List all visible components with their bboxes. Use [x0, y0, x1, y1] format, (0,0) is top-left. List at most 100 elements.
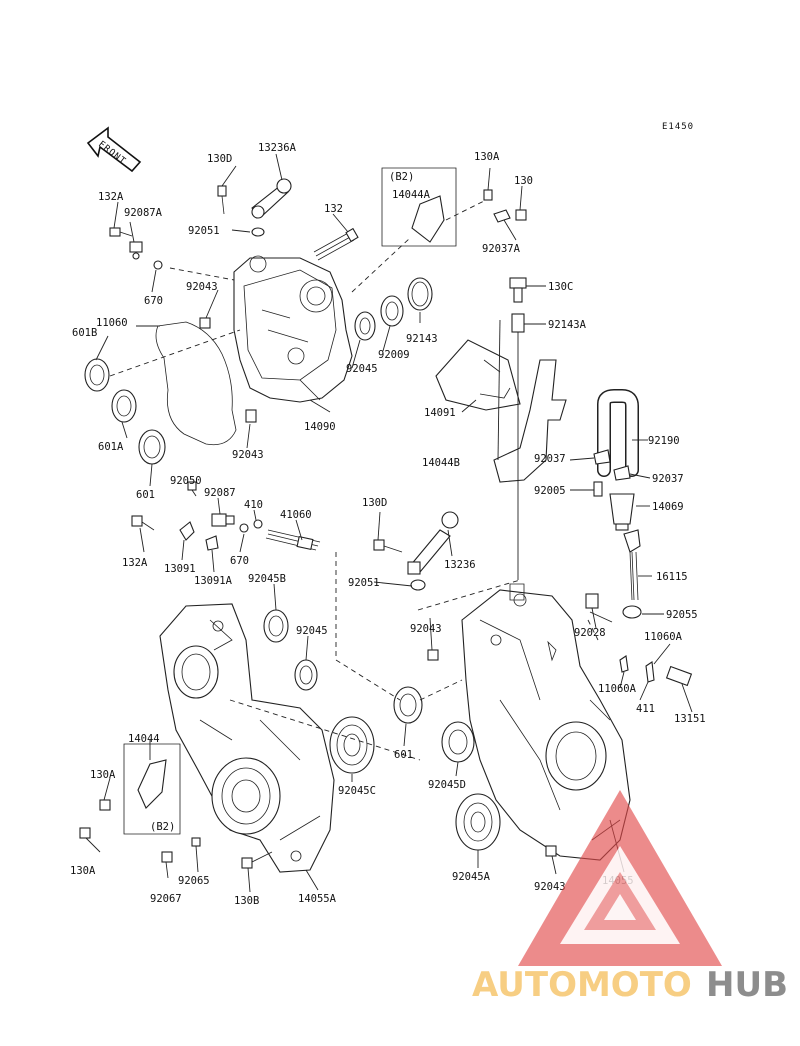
- dowel-92043-c: [427, 649, 439, 661]
- label-92055: 92055: [666, 609, 698, 621]
- front-arrow-icon: FRONT: [86, 126, 142, 173]
- label-14091: 14091: [424, 407, 456, 419]
- label-601-mid: 601: [394, 749, 413, 761]
- label-11060A-a: 11060A: [644, 631, 683, 643]
- label-14044A: 14044A: [392, 189, 431, 201]
- label-92051-top: 92051: [188, 225, 220, 237]
- dipstick-16115: [623, 529, 641, 601]
- clamp-92037A: [493, 209, 527, 223]
- bracket-14044B: [493, 359, 567, 483]
- label-132A-top: 132A: [98, 191, 124, 203]
- label-41060: 41060: [280, 509, 312, 521]
- sensor-13151: [665, 665, 693, 687]
- label-92037-a: 92037: [534, 453, 566, 465]
- washer-92065: [191, 837, 201, 847]
- label-14055A: 14055A: [298, 893, 337, 905]
- label-14044: 14044: [128, 733, 160, 745]
- label-92045A: 92045A: [452, 871, 491, 883]
- label-92065: 92065: [178, 875, 210, 887]
- bracket-14044A: [411, 195, 445, 243]
- watermark-text-automoto: AUTOMOTO: [472, 965, 692, 1005]
- label-411: 411: [636, 703, 655, 715]
- label-601A: 601A: [98, 441, 124, 453]
- bracket-14044: [137, 759, 167, 809]
- label-92005: 92005: [534, 485, 566, 497]
- label-130C: 130C: [548, 281, 573, 293]
- label-130A-top: 130A: [474, 151, 500, 163]
- label-132A-mid: 132A: [122, 557, 148, 569]
- bolt-130A-low: [99, 799, 111, 811]
- seal-601-left: [138, 429, 166, 465]
- label-11060: 11060: [96, 317, 128, 329]
- bolt-130D-mid: [373, 539, 403, 553]
- seal-601B: [84, 358, 110, 392]
- gasket-11060A-b: [619, 655, 629, 673]
- label-670-mid: 670: [230, 555, 249, 567]
- label-16115: 16115: [656, 571, 688, 583]
- diagram-code: E1450: [662, 122, 694, 132]
- dowel-92043-a: [199, 317, 211, 329]
- label-92067: 92067: [150, 893, 182, 905]
- b2-box-low: [123, 743, 181, 835]
- switch-92087: [211, 513, 235, 527]
- dowel-92043-b: [245, 409, 257, 423]
- label-92143A: 92143A: [548, 319, 587, 331]
- label-92143: 92143: [406, 333, 438, 345]
- washer-92051-mid: [410, 579, 426, 591]
- bearing-92045A: [455, 793, 501, 851]
- label-92045D: 92045D: [428, 779, 466, 791]
- label-92037A: 92037A: [482, 243, 521, 255]
- label-670-top: 670: [144, 295, 163, 307]
- label-601-left: 601: [136, 489, 155, 501]
- upper-cover: [233, 257, 353, 403]
- washer-92051-top: [251, 227, 265, 237]
- screw-132A-mid: [131, 515, 155, 531]
- watermark-text-hub: HUB: [706, 965, 788, 1005]
- collar-92143A: [511, 313, 525, 333]
- label-92043-c: 92043: [410, 623, 442, 635]
- label-b2-low: (B2): [150, 821, 175, 833]
- gasket-11060A-a: [547, 640, 557, 662]
- label-132: 132: [324, 203, 343, 215]
- label-130D-mid: 130D: [362, 497, 387, 509]
- dowel-92043-d: [545, 845, 557, 857]
- label-13236A: 13236A: [258, 142, 297, 154]
- label-92045-mid: 92045: [296, 625, 328, 637]
- leader-lines: [85, 153, 693, 893]
- plate-13091A: [205, 535, 219, 551]
- bearing-92045-mid: [294, 659, 318, 691]
- bearing-92045B: [263, 609, 289, 643]
- washer-410: [253, 519, 263, 529]
- label-13151: 13151: [674, 713, 706, 725]
- bolt-132: [313, 227, 359, 261]
- shift-lever-13236: [407, 511, 459, 575]
- seal-601A: [111, 389, 137, 423]
- seal-601-mid: [393, 686, 423, 724]
- label-92051-mid: 92051: [348, 577, 380, 589]
- b2-box-top: [381, 167, 457, 247]
- bolt-130A-bottom: [79, 827, 91, 839]
- label-14044B: 14044B: [422, 457, 460, 469]
- label-130-top: 130: [514, 175, 533, 187]
- label-13236: 13236: [444, 559, 476, 571]
- label-92009: 92009: [378, 349, 410, 361]
- label-92045C: 92045C: [338, 785, 376, 797]
- watermark-logo: AUTOMOTO HUB: [472, 790, 788, 1005]
- label-92043-d: 92043: [534, 881, 566, 893]
- label-14069: 14069: [652, 501, 684, 513]
- label-92050: 92050: [170, 475, 202, 487]
- oring-670-top: [153, 260, 163, 270]
- label-92028: 92028: [574, 627, 606, 639]
- clamp-92037-a: [593, 449, 611, 465]
- label-92043-b: 92043: [232, 449, 264, 461]
- label-92087A: 92087A: [124, 207, 163, 219]
- bolt-130D-top: [217, 185, 227, 215]
- bolt-92067: [161, 851, 173, 863]
- label-92037-b: 92037: [652, 473, 684, 485]
- label-92043-a: 92043: [186, 281, 218, 293]
- label-92045-top: 92045: [346, 363, 378, 375]
- oring-92055: [622, 605, 642, 619]
- label-130D-top: 130D: [207, 153, 232, 165]
- oring-670-mid: [239, 523, 249, 533]
